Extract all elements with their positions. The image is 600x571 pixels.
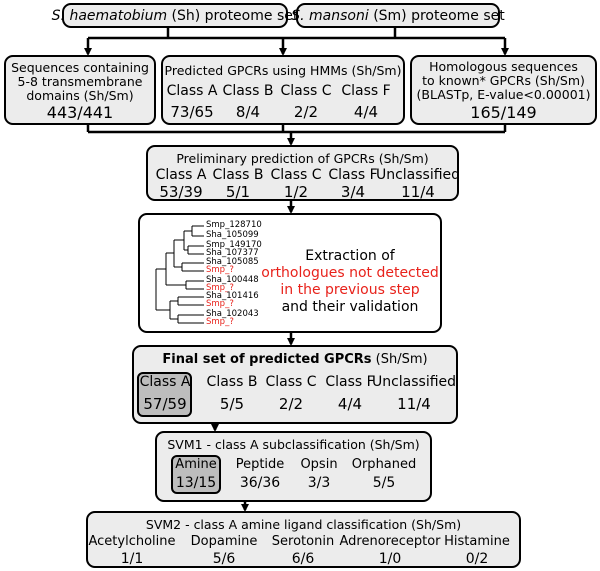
tree-leaf: Sha_100448 — [206, 275, 259, 285]
hmm-class-f-value: 4/4 — [353, 103, 379, 121]
final-unclassified-value: 11/4 — [397, 395, 431, 413]
extraction-text: Extraction of orthologues not detected i… — [261, 248, 439, 315]
final-class-f-value: 4/4 — [337, 395, 363, 413]
final-class-a-highlight — [137, 372, 192, 417]
hmm-class-f-label: Class F — [341, 83, 391, 99]
svm2-histamine-label: Histamine — [444, 534, 510, 549]
svm1-opsin-value: 3/3 — [307, 475, 331, 491]
svm1-peptide-label: Peptide — [235, 457, 285, 472]
homolog-value: 165/149 — [470, 103, 537, 122]
hmm-class-b-label: Class B — [222, 83, 274, 99]
svm2-serotonin-label: Serotonin — [271, 534, 335, 549]
final-class-b-label: Class B — [206, 374, 258, 390]
svm1-amine-label: Amine — [175, 457, 217, 472]
final-class-a-label: Class A — [139, 374, 191, 390]
svm2-adrenoreceptor-value: 1/0 — [378, 551, 402, 567]
final-class-c-value: 2/2 — [278, 395, 304, 413]
prelim-unclassified-label: Unclassified — [375, 167, 461, 183]
prelim-class-b-label: Class B — [212, 167, 264, 183]
tree-leaf-missing: Smp_? — [206, 299, 234, 309]
homolog-box: Homologous sequences to known* GPCRs (Sh… — [410, 55, 597, 125]
sm-proteome-label: S. mansoni (Sm) proteome set — [291, 8, 505, 24]
tree-leaf: Sha_107377 — [206, 248, 259, 258]
tree-leaf-missing: Smp_? — [206, 283, 234, 293]
svm2-dopamine-value: 5/6 — [212, 551, 236, 567]
tree-leaf-missing: Smp_? — [206, 317, 234, 327]
hmm-class-a-label: Class A — [166, 83, 218, 99]
prelim-class-f-label: Class F — [328, 167, 378, 183]
transmembrane-box: Sequences containing 5-8 transmembrane d… — [4, 55, 156, 125]
preliminary-box: Preliminary prediction of GPCRs (Sh/Sm) … — [146, 145, 461, 201]
hmm-class-b-value: 8/4 — [235, 103, 261, 121]
svm2-acetylcholine-value: 1/1 — [120, 551, 144, 567]
final-class-f-label: Class F — [325, 374, 375, 390]
sm-proteome-box: S. mansoni (Sm) proteome set — [291, 3, 505, 28]
svm1-orphaned-value: 5/5 — [372, 475, 396, 491]
prelim-class-b-value: 5/1 — [225, 183, 251, 201]
svm2-dopamine-label: Dopamine — [190, 534, 258, 549]
final-class-a-value: 57/59 — [143, 395, 187, 413]
tree-leaf-missing: Smp_? — [206, 265, 234, 275]
phylogenetic-tree — [155, 225, 204, 324]
prelim-class-a-label: Class A — [155, 167, 207, 183]
prelim-class-f-value: 3/4 — [340, 183, 366, 201]
tree-leaf: Sha_105099 — [206, 230, 259, 240]
final-set-box: Final set of predicted GPCRs (Sh/Sm) Cla… — [132, 345, 458, 424]
svm2-acetylcholine-label: Acetylcholine — [88, 534, 176, 549]
prelim-class-c-value: 1/2 — [283, 183, 309, 201]
svm2-serotonin-value: 6/6 — [291, 551, 315, 567]
prelim-class-c-label: Class C — [270, 167, 322, 183]
prelim-unclassified-value: 11/4 — [401, 183, 435, 201]
tree-leaf: Smp_128710 — [206, 220, 262, 230]
tree-leaf: Sha_105085 — [206, 257, 259, 267]
svm1-peptide-value: 36/36 — [239, 475, 281, 491]
sh-proteome-label: S. haematobium (Sh) proteome set — [51, 8, 299, 24]
svm1-amine-highlight — [171, 455, 221, 494]
hmm-title: Predicted GPCRs using HMMs (Sh/Sm) — [164, 63, 402, 78]
extraction-box: Smp_128710 Sha_105099 Smp_149170 Sha_107… — [138, 213, 442, 333]
hmm-class-c-value: 2/2 — [293, 103, 319, 121]
hmm-class-a-value: 73/65 — [170, 103, 214, 121]
tree-leaf: Smp_149170 — [206, 240, 262, 250]
hmm-box: Predicted GPCRs using HMMs (Sh/Sm) Class… — [161, 55, 405, 125]
final-class-c-label: Class C — [265, 374, 317, 390]
svm2-histamine-value: 0/2 — [465, 551, 489, 567]
transmembrane-value: 443/441 — [46, 103, 114, 122]
final-set-title: Final set of predicted GPCRs (Sh/Sm) — [162, 352, 428, 367]
svm2-box: SVM2 - class A amine ligand classificati… — [86, 511, 521, 568]
svm2-adrenoreceptor-label: Adrenoreceptor — [339, 534, 441, 549]
svm1-title: SVM1 - class A subclassification (Sh/Sm) — [167, 437, 420, 452]
tree-leaf: Sha_101416 — [206, 291, 259, 301]
svm1-opsin-label: Opsin — [300, 457, 338, 472]
hmm-class-c-label: Class C — [280, 83, 332, 99]
svm1-amine-value: 13/15 — [175, 475, 217, 491]
svm1-orphaned-label: Orphaned — [351, 457, 417, 472]
prelim-class-a-value: 53/39 — [159, 183, 203, 201]
transmembrane-title: Sequences containing 5-8 transmembrane d… — [11, 60, 149, 103]
final-unclassified-label: Unclassified — [371, 374, 457, 390]
tree-leaf: Sha_102043 — [206, 309, 259, 319]
homolog-title: Homologous sequences to known* GPCRs (Sh… — [416, 59, 591, 102]
sh-proteome-box: S. haematobium (Sh) proteome set — [52, 3, 298, 28]
svm1-box: SVM1 - class A subclassification (Sh/Sm)… — [155, 431, 432, 502]
svm2-title: SVM2 - class A amine ligand classificati… — [145, 517, 462, 532]
final-class-b-value: 5/5 — [219, 395, 245, 413]
preliminary-title: Preliminary prediction of GPCRs (Sh/Sm) — [176, 151, 429, 166]
